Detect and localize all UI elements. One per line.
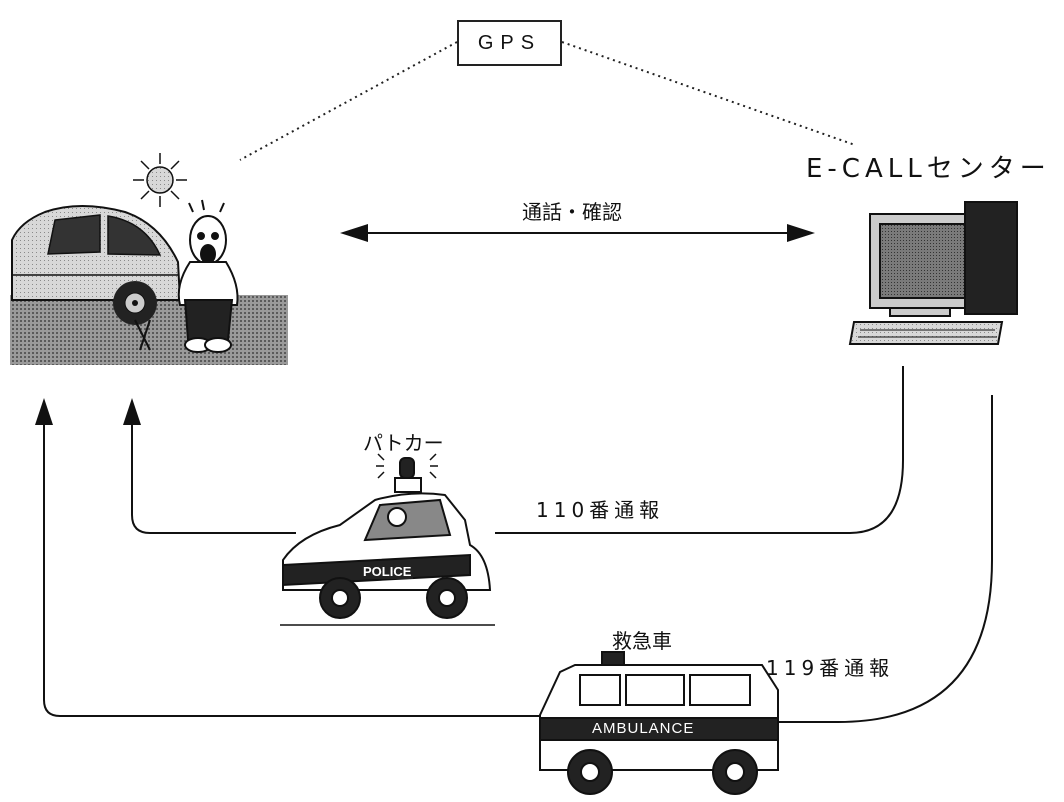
gps-link-to-ecall — [562, 42, 855, 145]
gps-link-to-car — [240, 42, 457, 160]
call-confirm-label: 通話・確認 — [522, 196, 622, 225]
computer-icon — [850, 202, 1017, 344]
breakdown-car-scene — [10, 153, 288, 365]
police-car-icon — [280, 454, 495, 625]
gps-label: GPS — [478, 32, 541, 55]
police-route — [132, 410, 296, 533]
sun-icon — [133, 153, 187, 207]
person-icon — [179, 200, 238, 352]
ecall-center-label: E-CALLセンター — [806, 148, 1051, 185]
ambulance-label: 救急車 — [612, 625, 672, 654]
gps-box: GPS — [457, 20, 562, 66]
report-119-label: 119番通報 — [766, 652, 894, 681]
two-way-call-arrow — [340, 224, 815, 242]
police-text: POLICE — [361, 564, 413, 579]
patrol-car-label: パトカー — [363, 427, 444, 456]
ambulance-text: AMBULANCE — [592, 720, 694, 737]
report-110-label: 110番通報 — [536, 494, 664, 523]
